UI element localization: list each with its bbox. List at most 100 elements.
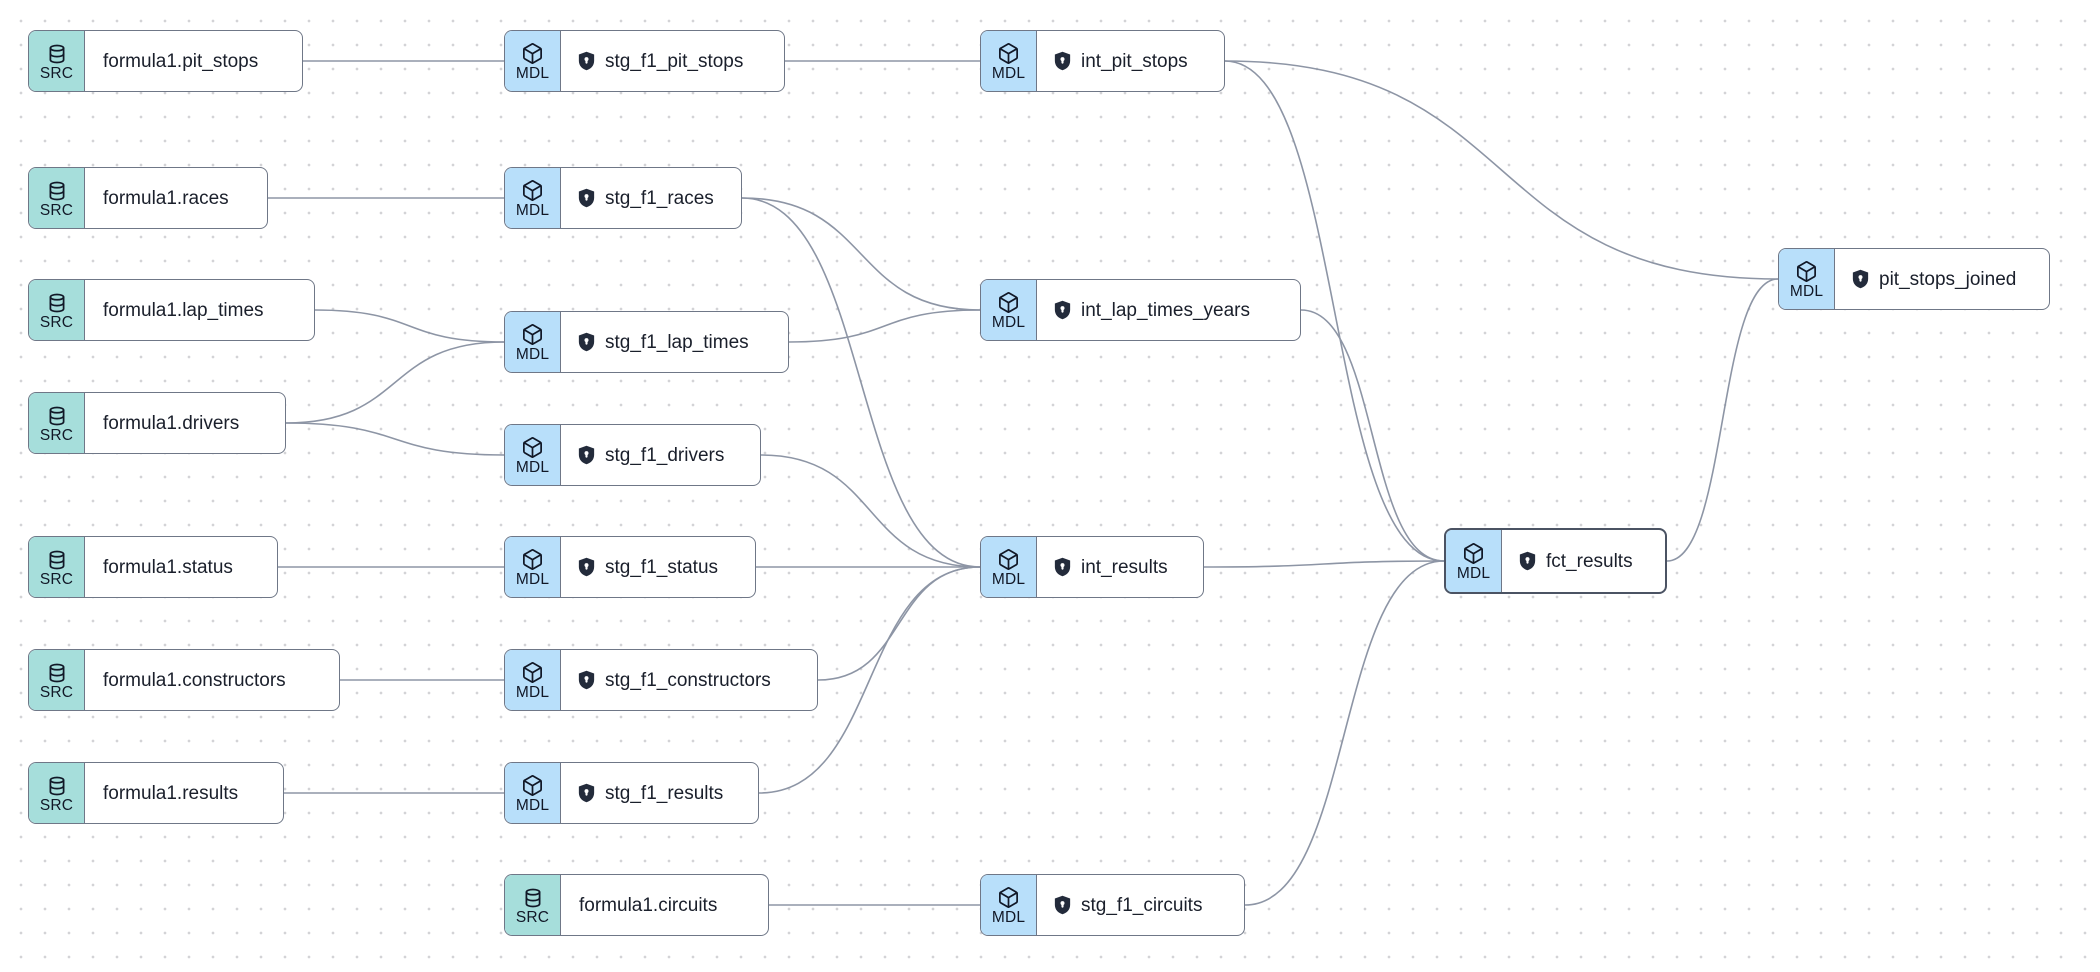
node-label: stg_f1_results bbox=[605, 782, 724, 804]
node-type-badge-mdl: MDL bbox=[981, 31, 1037, 91]
graph-node-stg_races[interactable]: MDL stg_f1_races bbox=[504, 167, 742, 229]
node-type-label: SRC bbox=[39, 683, 74, 701]
graph-node-src_lap_times[interactable]: SRC formula1.lap_times bbox=[28, 279, 315, 341]
node-label: pit_stops_joined bbox=[1879, 268, 2017, 290]
graph-node-int_pit_stops[interactable]: MDL int_pit_stops bbox=[980, 30, 1225, 92]
node-body: formula1.circuits bbox=[561, 875, 768, 935]
node-body: stg_f1_drivers bbox=[561, 425, 760, 485]
cube-icon bbox=[999, 887, 1018, 909]
node-type-label: SRC bbox=[39, 796, 74, 814]
node-type-label: MDL bbox=[1789, 283, 1824, 301]
node-type-badge-src: SRC bbox=[29, 650, 85, 710]
database-icon bbox=[49, 181, 64, 201]
node-type-badge-src: SRC bbox=[29, 763, 85, 823]
node-body: stg_f1_results bbox=[561, 763, 758, 823]
node-type-label: MDL bbox=[515, 684, 550, 702]
node-body: formula1.status bbox=[85, 537, 277, 597]
graph-edge-stg_circuits-to-fct_results bbox=[1244, 560, 1445, 906]
node-type-badge-mdl: MDL bbox=[1446, 530, 1502, 592]
shield-lock-icon bbox=[578, 557, 595, 577]
node-type-label: MDL bbox=[991, 909, 1026, 927]
node-type-label: SRC bbox=[39, 64, 74, 82]
shield-lock-icon bbox=[1054, 895, 1071, 915]
graph-node-src_results[interactable]: SRC formula1.results bbox=[28, 762, 284, 824]
node-body: formula1.pit_stops bbox=[85, 31, 302, 91]
database-icon bbox=[49, 663, 64, 683]
node-body: stg_f1_status bbox=[561, 537, 755, 597]
node-type-badge-mdl: MDL bbox=[505, 650, 561, 710]
node-type-badge-mdl: MDL bbox=[505, 425, 561, 485]
node-type-label: MDL bbox=[515, 459, 550, 477]
cube-icon bbox=[523, 43, 542, 65]
node-label: int_pit_stops bbox=[1081, 50, 1188, 72]
node-type-label: SRC bbox=[39, 426, 74, 444]
node-type-badge-mdl: MDL bbox=[981, 875, 1037, 935]
database-icon bbox=[49, 550, 64, 570]
graph-node-src_drivers[interactable]: SRC formula1.drivers bbox=[28, 392, 286, 454]
shield-lock-icon bbox=[1852, 269, 1869, 289]
database-icon bbox=[525, 888, 540, 908]
node-body: stg_f1_constructors bbox=[561, 650, 817, 710]
graph-node-stg_results[interactable]: MDL stg_f1_results bbox=[504, 762, 759, 824]
node-label: formula1.status bbox=[103, 556, 233, 578]
graph-node-stg_drivers[interactable]: MDL stg_f1_drivers bbox=[504, 424, 761, 486]
node-type-badge-src: SRC bbox=[29, 393, 85, 453]
node-body: stg_f1_pit_stops bbox=[561, 31, 784, 91]
node-type-badge-mdl: MDL bbox=[1779, 249, 1835, 309]
graph-edge-int_lap_times_years-to-fct_results bbox=[1300, 309, 1445, 562]
node-type-label: SRC bbox=[39, 313, 74, 331]
node-label: stg_f1_races bbox=[605, 187, 714, 209]
node-type-badge-mdl: MDL bbox=[505, 31, 561, 91]
node-body: formula1.results bbox=[85, 763, 283, 823]
node-type-badge-src: SRC bbox=[29, 280, 85, 340]
graph-node-src_constructors[interactable]: SRC formula1.constructors bbox=[28, 649, 340, 711]
cube-icon bbox=[523, 180, 542, 202]
shield-lock-icon bbox=[578, 783, 595, 803]
graph-edge-src_lap_times-to-stg_lap_times bbox=[314, 309, 505, 343]
graph-edge-stg_races-to-int_results bbox=[741, 197, 981, 568]
shield-lock-icon bbox=[578, 445, 595, 465]
node-type-badge-mdl: MDL bbox=[505, 537, 561, 597]
graph-node-stg_status[interactable]: MDL stg_f1_status bbox=[504, 536, 756, 598]
node-type-label: MDL bbox=[991, 65, 1026, 83]
database-icon bbox=[49, 44, 64, 64]
cube-icon bbox=[1464, 543, 1483, 565]
cube-icon bbox=[1797, 261, 1816, 283]
cube-icon bbox=[523, 549, 542, 571]
cube-icon bbox=[999, 549, 1018, 571]
graph-edge-stg_constructors-to-int_results bbox=[817, 566, 981, 681]
node-label: formula1.lap_times bbox=[103, 299, 264, 321]
cube-icon bbox=[523, 662, 542, 684]
node-type-badge-src: SRC bbox=[29, 31, 85, 91]
node-type-label: MDL bbox=[515, 797, 550, 815]
node-type-badge-mdl: MDL bbox=[981, 537, 1037, 597]
cube-icon bbox=[999, 43, 1018, 65]
cube-icon bbox=[523, 437, 542, 459]
node-label: stg_f1_status bbox=[605, 556, 719, 578]
node-body: formula1.drivers bbox=[85, 393, 285, 453]
graph-edge-stg_drivers-to-int_results bbox=[760, 454, 981, 568]
node-type-label: MDL bbox=[515, 571, 550, 589]
node-type-badge-mdl: MDL bbox=[505, 168, 561, 228]
node-label: formula1.races bbox=[103, 187, 229, 209]
graph-node-stg_constructors[interactable]: MDL stg_f1_constructors bbox=[504, 649, 818, 711]
node-label: stg_f1_pit_stops bbox=[605, 50, 744, 72]
node-body: formula1.constructors bbox=[85, 650, 339, 710]
graph-edge-stg_lap_times-to-int_lap_times_years bbox=[788, 309, 981, 343]
graph-node-src_pit_stops[interactable]: SRC formula1.pit_stops bbox=[28, 30, 303, 92]
graph-node-pit_stops_joined[interactable]: MDL pit_stops_joined bbox=[1778, 248, 2050, 310]
node-body: int_results bbox=[1037, 537, 1203, 597]
database-icon bbox=[49, 293, 64, 313]
graph-node-stg_pit_stops[interactable]: MDL stg_f1_pit_stops bbox=[504, 30, 785, 92]
node-type-label: MDL bbox=[515, 202, 550, 220]
